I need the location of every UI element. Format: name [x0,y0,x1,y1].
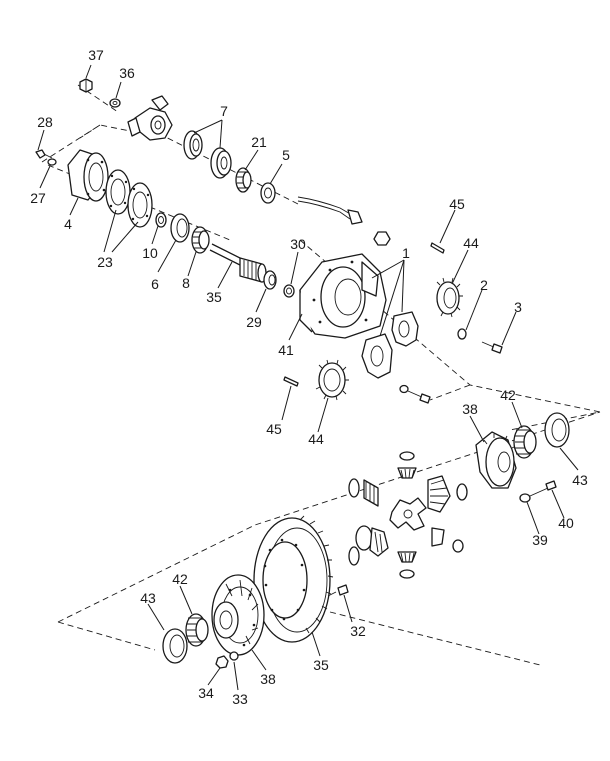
pinion-bearing-21 [235,167,252,193]
adjuster-ring-44a [436,277,463,318]
bearing-42a [513,425,537,459]
callout-10: 10 [142,245,158,261]
carrier-housing-41 [299,253,387,339]
shim-23b [127,182,153,228]
differential-case-38a [475,431,517,489]
bolt-3 [481,341,503,354]
bearing-cap-1b [361,333,393,379]
washer-27 [47,158,57,166]
callout-38-right: 38 [462,401,478,417]
callout-27: 27 [30,190,46,206]
callout-43-left: 43 [140,590,156,606]
bolt-cap-lower [407,390,431,404]
breather-hose [297,196,391,246]
callout-33: 33 [232,691,248,707]
callout-35-pinion: 35 [206,289,222,305]
nut-34 [215,655,229,669]
washer-39 [519,493,531,503]
bolt-40 [529,480,557,497]
washer-36 [109,98,121,108]
bearing-cup-6 [170,213,190,243]
callout-35-ring: 35 [313,657,329,673]
washer-33 [229,651,239,661]
callout-7: 7 [220,103,228,119]
callout-39: 39 [532,532,548,548]
washer-cap-lower [399,384,409,394]
bolt-28 [35,149,53,159]
bearing-cone-7b [210,147,232,179]
callout-44-bottom: 44 [308,431,324,447]
yoke-nut-37 [79,78,93,93]
callout-42-left: 42 [172,571,188,587]
differential-case-38b [211,574,265,656]
callout-28: 28 [37,114,53,130]
differential-gears [348,451,468,579]
washer-2 [457,328,467,340]
callout-45-bottom: 45 [266,421,282,437]
pin-45a [430,242,445,254]
callout-2: 2 [480,277,488,293]
callout-8: 8 [182,275,190,291]
callout-34: 34 [198,685,214,701]
bearing-42b [185,613,209,647]
flange-housing-4 [67,149,109,202]
drive-pinion-35 [209,243,267,283]
callout-42-right: 42 [500,387,516,403]
callout-4: 4 [64,216,72,232]
callout-41: 41 [278,342,294,358]
callout-23: 23 [97,254,113,270]
bearing-cup-43a [544,412,570,448]
pin-45b [283,376,299,387]
callout-5: 5 [282,147,290,163]
spacer-10 [155,212,167,228]
callout-1: 1 [402,245,410,261]
callout-43-right: 43 [572,472,588,488]
bearing-cap-1a [391,311,419,347]
callout-45-top: 45 [449,196,465,212]
callout-32: 32 [350,623,366,639]
spacer-30 [283,284,295,298]
bearing-cone-8 [191,226,210,254]
callout-labels: 37 36 28 27 7 21 5 4 23 10 6 8 35 30 29 … [30,47,588,707]
shim-23a [105,169,131,215]
bearing-cup-43b [162,628,188,664]
callout-6: 6 [151,276,159,292]
callout-30: 30 [290,236,306,252]
callout-44-top: 44 [463,235,479,251]
bearing-cup-7a [183,130,203,160]
universal-yoke [127,95,173,141]
seal-5 [260,182,276,204]
bolt-32 [327,584,349,597]
bearing-29 [263,270,277,290]
adjuster-ring-44b [315,359,349,401]
callout-37: 37 [88,47,104,63]
callout-29: 29 [246,314,262,330]
ring-gear-35 [253,515,334,643]
callout-40: 40 [558,515,574,531]
callout-38-left: 38 [260,671,276,687]
callout-3: 3 [514,299,522,315]
callout-36: 36 [119,65,135,81]
callout-21: 21 [251,134,267,150]
leader-lines [37,64,579,691]
